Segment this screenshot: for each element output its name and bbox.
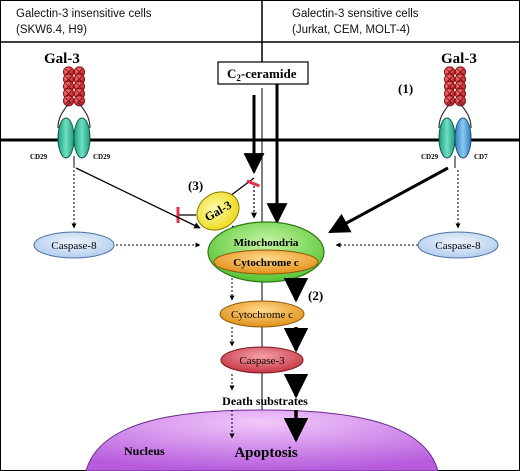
gal3-bead-cross bbox=[457, 97, 464, 104]
caspase8-left-node bbox=[33, 231, 115, 259]
gal3-bead-cross bbox=[446, 83, 453, 90]
nucleus-label: Nucleus bbox=[124, 444, 165, 458]
mitochondria-label: Mitochondria bbox=[234, 237, 299, 249]
cytochrome-free-node bbox=[219, 300, 305, 328]
caspase8-right-label: Caspase-8 bbox=[435, 240, 481, 252]
apoptosis-label: Apoptosis bbox=[234, 445, 298, 461]
gal3-lattice-right-icon bbox=[443, 66, 466, 107]
caspase3-label: Caspase-3 bbox=[239, 355, 285, 367]
gal3-bead-cross bbox=[65, 90, 72, 97]
gal3-bead-cross bbox=[65, 83, 72, 90]
gal3-bead-cross bbox=[446, 97, 453, 104]
gal3-right-label: Gal-3 bbox=[441, 51, 477, 67]
cytochrome-free-label: Cytochrome c bbox=[231, 309, 293, 321]
cytochrome-in-mito-node bbox=[213, 249, 319, 275]
gal3-lattice-left-icon bbox=[62, 66, 86, 107]
inhibition-bar-top bbox=[246, 179, 260, 188]
marker-2: (2) bbox=[308, 288, 323, 303]
cd29-right-label: CD29 bbox=[421, 153, 439, 161]
left-header-subtitle: (SKW6.4, H9) bbox=[16, 24, 87, 36]
gal3-left-label: Gal-3 bbox=[44, 51, 80, 67]
gal3-inhibitor-node bbox=[196, 191, 240, 231]
gal3-bead-cross bbox=[65, 76, 72, 83]
gal3-bead-cross bbox=[76, 83, 83, 90]
cd29-left-label-a: CD29 bbox=[30, 153, 48, 161]
cd29-left-label-b: CD29 bbox=[93, 153, 111, 161]
cd29-cd7-dimer-right bbox=[438, 101, 472, 168]
gal3-bead-cross bbox=[65, 97, 72, 104]
gal3-bead-cross bbox=[76, 68, 83, 76]
gal3-bead-cross bbox=[446, 68, 453, 76]
arrow-cd7-right-to-mito bbox=[328, 166, 449, 234]
gal3-bead-cross bbox=[76, 76, 83, 83]
gal3-bead-cross bbox=[76, 90, 83, 97]
death-substrates-label: Death substrates bbox=[222, 394, 308, 408]
nucleus-shape bbox=[85, 409, 439, 471]
gal3-bead-cross bbox=[457, 83, 464, 90]
gal3-bead-cross bbox=[65, 68, 72, 76]
gal3-bead-cross bbox=[446, 76, 453, 83]
caspase8-right-node bbox=[417, 231, 499, 259]
inhibition-line-top bbox=[229, 177, 255, 197]
gal3-bead-cross bbox=[457, 90, 464, 97]
ceramide-box bbox=[217, 61, 309, 85]
arrow-cd29-left-to-mito bbox=[75, 167, 201, 229]
gal3-bead-cross bbox=[446, 90, 453, 97]
caspase3-node bbox=[220, 346, 304, 374]
marker-3: (3) bbox=[188, 178, 203, 193]
cd29-dimer-left bbox=[57, 101, 91, 168]
caspase8-left-label: Caspase-8 bbox=[51, 240, 97, 252]
gal3-bead-cross bbox=[76, 97, 83, 104]
gal3-bead-cross bbox=[457, 76, 464, 83]
right-header-title: Galectin-3 sensitive cells bbox=[292, 8, 419, 20]
ceramide-label: C2-ceramide bbox=[227, 66, 297, 83]
right-header-subtitle: (Jurkat, CEM, MOLT-4) bbox=[292, 24, 410, 36]
left-header-title: Galectin-3 insensitive cells bbox=[16, 8, 152, 20]
cytochrome-in-mito-label: Cytochrome c bbox=[233, 257, 299, 269]
cd7-right-label: CD7 bbox=[474, 153, 488, 161]
marker-1: (1) bbox=[398, 81, 413, 96]
gal3-bead-cross bbox=[457, 68, 464, 76]
